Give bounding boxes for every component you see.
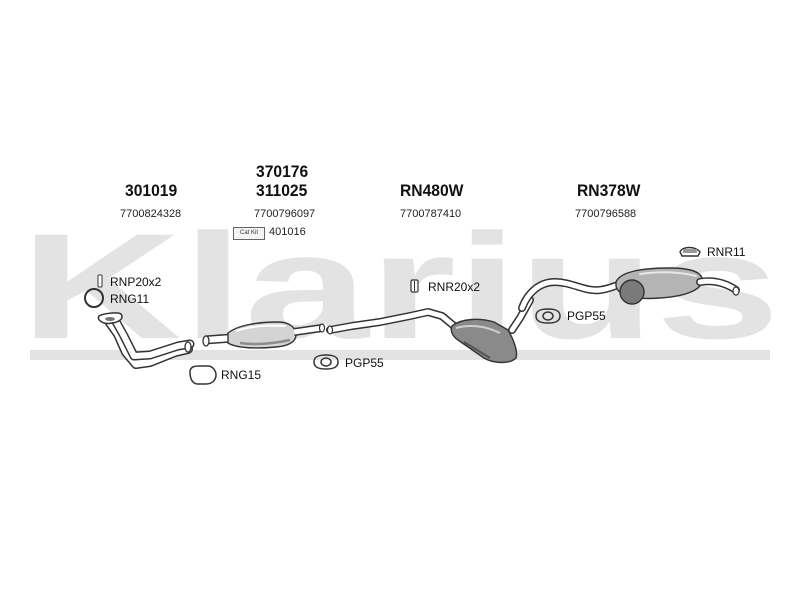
- accessory-label-rnr20x2: RNR20x2: [428, 280, 481, 294]
- part-code-301019: 301019: [125, 181, 178, 200]
- gasket-icon-rng15: [189, 365, 217, 385]
- gasket-icon-pgp55-front: [313, 354, 339, 370]
- cat-kit-number: 401016: [269, 226, 306, 238]
- front-pipe-drawing: [97, 312, 195, 369]
- part-code-370176: 370176: [256, 162, 309, 181]
- oem-number-catalyst: 7700796097: [254, 208, 316, 220]
- gasket-icon-pgp55-rear: [535, 308, 561, 324]
- intermediate-pipe-drawing: [326, 308, 458, 335]
- ring-icon-rng11: [84, 288, 104, 308]
- rear-silencer-drawing: [518, 267, 740, 312]
- accessory-label-pgp55-front: PGP55: [345, 356, 384, 370]
- cat-kit-badge: Cat Kit: [233, 227, 265, 240]
- accessory-label-rng15: RNG15: [221, 368, 262, 382]
- catalyst-drawing: [202, 321, 326, 349]
- clamp-icon-rnp: [97, 274, 103, 288]
- oem-number-front-pipe: 7700824328: [120, 208, 182, 220]
- part-code-rn378w: RN378W: [577, 181, 641, 200]
- part-code-rn480w: RN480W: [400, 181, 464, 200]
- clamp-icon-rnr20: [410, 279, 419, 293]
- part-code-311025: 311025: [256, 181, 308, 200]
- watermark-underline: [30, 350, 770, 360]
- accessory-label-pgp55-rear: PGP55: [567, 309, 606, 323]
- accessory-label-rnr11: RNR11: [707, 245, 746, 259]
- accessory-label-rng11: RNG11: [110, 292, 150, 306]
- accessory-label-rnp20x2: RNP20x2: [110, 275, 162, 289]
- hanger-icon-rnr11: [679, 246, 701, 257]
- oem-number-centre-silencer: 7700787410: [400, 208, 462, 220]
- oem-number-rear-silencer: 7700796588: [575, 208, 637, 220]
